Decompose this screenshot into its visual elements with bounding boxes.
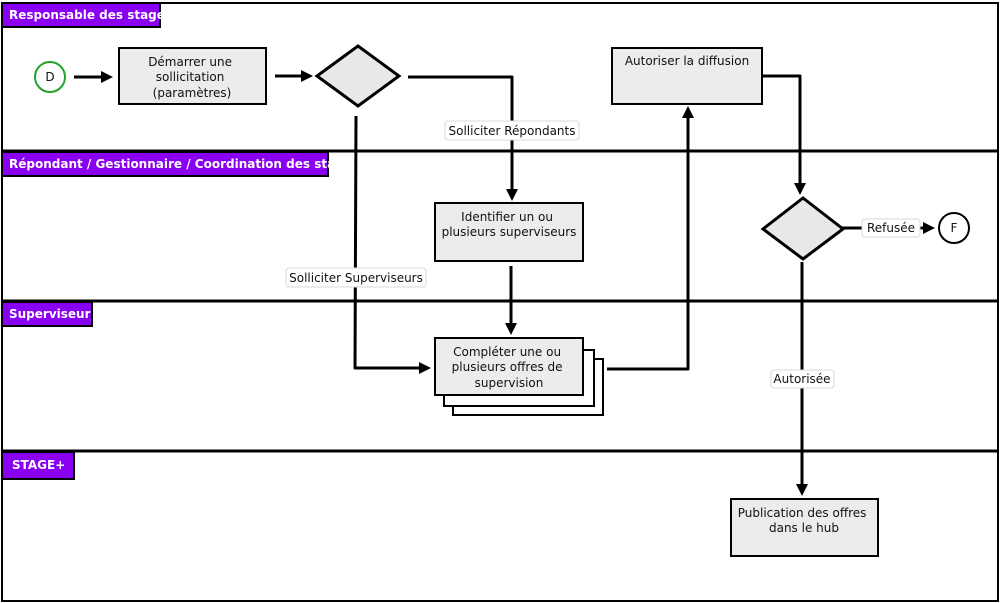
lane-title: Superviseur — [9, 307, 91, 321]
task-line: (paramètres) — [153, 86, 232, 100]
task-autoriser: Autoriser la diffusion — [611, 47, 763, 105]
task-line: sollicitation — [156, 70, 225, 84]
lane-header-stage-plus: STAGE+ — [1, 451, 75, 480]
task-completer-label: Compléter une ou plusieurs offres de sup… — [452, 345, 567, 390]
task-identifier-label: Identifier un ou plusieurs superviseurs — [442, 210, 577, 239]
task-publication: Publication des offres dans le hub — [730, 498, 879, 557]
edge-gateway-to-completer — [353, 115, 431, 374]
end-event: F — [938, 212, 970, 244]
lane-title: Responsable des stages — [9, 8, 172, 22]
edge-autoriser-to-gateway — [762, 74, 806, 195]
task-publication-label: Publication des offres dans le hub — [738, 506, 870, 535]
task-completer: Compléter une ou plusieurs offres de sup… — [434, 337, 604, 416]
start-event: D — [34, 61, 66, 93]
task-line: supervision — [475, 376, 544, 390]
edge-label-text: Solliciter Répondants — [448, 124, 575, 138]
lane-header-repondant: Répondant / Gestionnaire / Coordination … — [1, 151, 359, 177]
end-event-label: F — [951, 221, 958, 235]
edge-label-solliciter-repondants: Solliciter Répondants — [444, 120, 580, 141]
lane-header-responsable: Responsable des stages — [1, 2, 172, 28]
task-autoriser-label: Autoriser la diffusion — [625, 54, 749, 68]
authorization-gateway — [760, 196, 846, 261]
task-line: Identifier un ou — [461, 210, 553, 224]
task-line: dans le hub — [769, 521, 839, 535]
lane-header-superviseur: Superviseur — [1, 301, 93, 327]
lane-title: STAGE+ — [12, 458, 65, 472]
task-line: Démarrer une — [148, 55, 232, 69]
edge-label-text: Refusée — [867, 221, 915, 235]
edge-label-text: Solliciter Superviseurs — [289, 271, 423, 285]
task-line: Publication des offres — [738, 506, 867, 520]
task-demarrer: Démarrer une sollicitation (paramètres) — [118, 47, 267, 105]
edge-label-text: Autorisée — [773, 372, 830, 386]
edge-completer-to-autoriser — [607, 106, 694, 371]
edge-gateway-to-identifier — [408, 75, 518, 201]
lane-title: Répondant / Gestionnaire / Coordination … — [9, 157, 359, 171]
edge-label-refusee: Refusée — [861, 218, 921, 238]
edge-label-autorisee: Autorisée — [770, 369, 835, 389]
task-demarrer-label: Démarrer une sollicitation (paramètres) — [148, 55, 236, 100]
start-event-label: D — [45, 70, 54, 84]
task-line: plusieurs superviseurs — [442, 225, 577, 239]
decision-gateway — [314, 44, 402, 108]
task-line: Compléter une ou — [453, 345, 561, 359]
edge-label-solliciter-superviseurs: Solliciter Superviseurs — [285, 267, 427, 288]
task-line: plusieurs offres de — [452, 360, 563, 374]
task-identifier: Identifier un ou plusieurs superviseurs — [434, 202, 584, 262]
